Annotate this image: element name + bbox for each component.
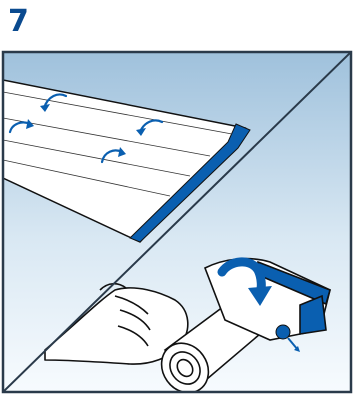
instruction-illustration [0, 0, 356, 395]
